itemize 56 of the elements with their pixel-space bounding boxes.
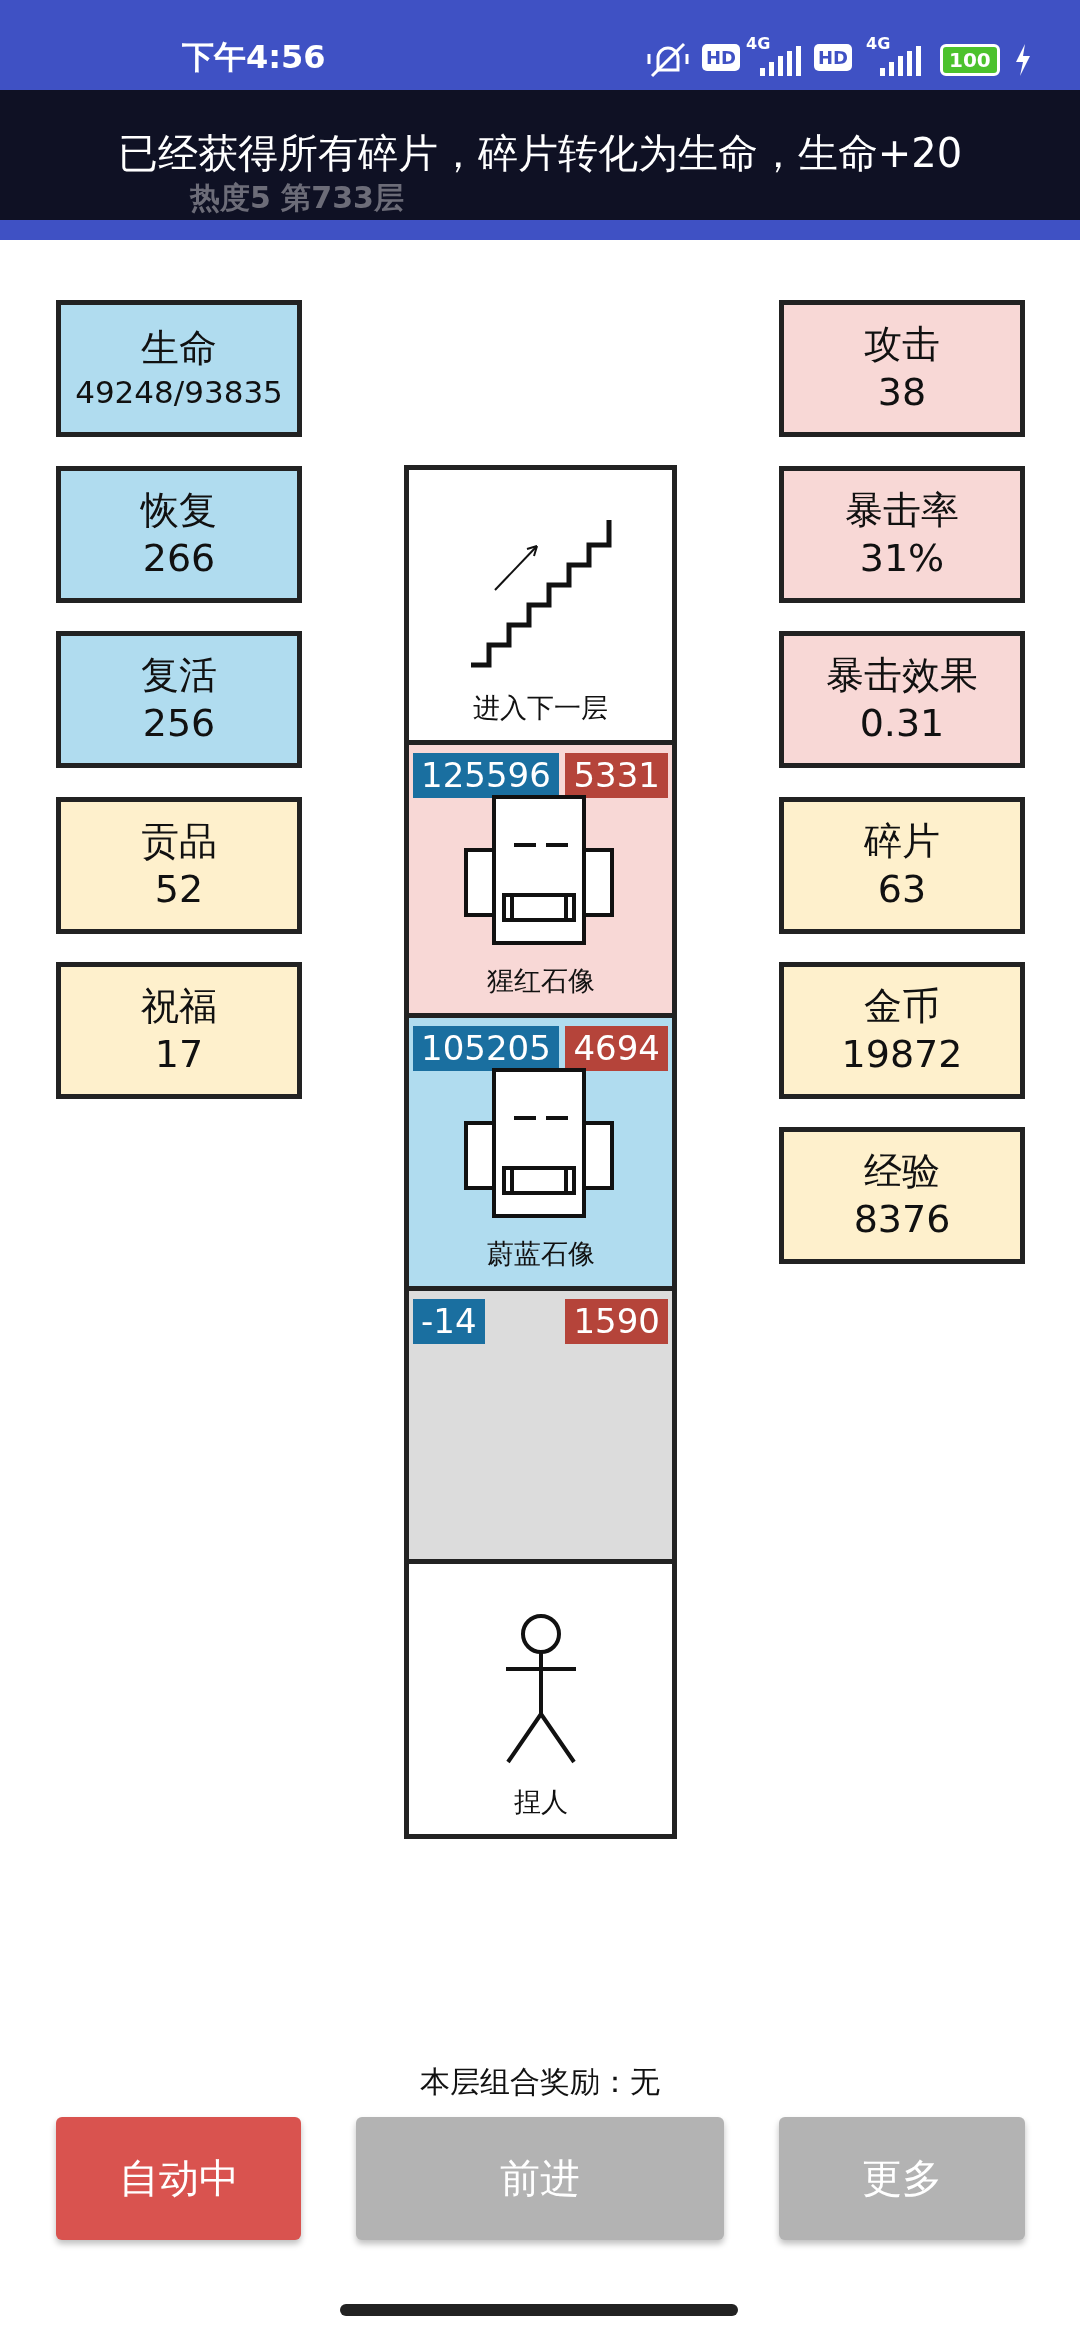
action-button: 自动中	[56, 2117, 301, 2240]
subtitle: 热度5 第733层	[190, 179, 404, 217]
attack-value-badge: 4694	[565, 1026, 668, 1071]
stat-card	[779, 631, 1025, 768]
stat-label: 生命	[141, 325, 217, 373]
network-type: 4G	[866, 34, 891, 53]
stat-value: 266	[142, 534, 216, 582]
stat-value: 31%	[859, 534, 945, 582]
stat-value: 49248/93835	[75, 372, 283, 412]
stat-value: 63	[877, 865, 927, 913]
stat-card	[56, 466, 302, 603]
hd-indicator: HD	[702, 44, 740, 71]
toast-banner	[0, 90, 1080, 220]
attack-value-badge: 1590	[565, 1299, 668, 1344]
health-value-badge: 105205	[413, 1026, 559, 1071]
stat-label: 恢复	[141, 487, 217, 534]
battery-indicator: 100	[940, 44, 1000, 76]
floor-name: 进入下一层	[472, 691, 609, 725]
attack-value-badge: 5331	[565, 753, 668, 798]
stat-label: 金币	[864, 983, 940, 1030]
stat-card	[779, 962, 1025, 1099]
stat-card	[779, 466, 1025, 603]
network-type: 4G	[746, 34, 771, 53]
stat-value: 52	[154, 865, 204, 913]
stat-card	[56, 962, 302, 1099]
stat-label: 碎片	[864, 818, 940, 865]
status-time: 下午4:56	[182, 37, 326, 78]
hd-indicator: HD	[814, 44, 852, 71]
health-value-badge: 125596	[413, 753, 559, 798]
floor-name: 捏人	[512, 1785, 569, 1819]
stat-value: 8376	[853, 1195, 951, 1243]
stat-value: 256	[142, 699, 216, 747]
action-button: 更多	[779, 2117, 1025, 2240]
floor-bonus-text: 本层组合奖励：无	[419, 2063, 661, 2101]
stat-label: 攻击	[864, 321, 940, 368]
stat-label: 复活	[141, 652, 217, 699]
stat-value: 0.31	[859, 699, 945, 747]
stat-label: 贡品	[141, 818, 217, 865]
stat-card	[779, 797, 1025, 934]
floor-name: 猩红石像	[485, 964, 596, 998]
stat-label: 暴击率	[845, 487, 959, 534]
toast-message: 已经获得所有碎片，碎片转化为生命，生命+20	[116, 129, 964, 178]
stat-label: 祝福	[141, 983, 217, 1030]
floor-name: 蔚蓝石像	[485, 1237, 596, 1271]
stat-label: 经验	[864, 1148, 940, 1195]
stat-card	[56, 631, 302, 768]
stat-card	[56, 300, 302, 437]
stat-label: 暴击效果	[826, 652, 978, 699]
stat-card	[779, 300, 1025, 437]
stat-card	[56, 797, 302, 934]
stat-card	[779, 1127, 1025, 1264]
stat-value: 17	[154, 1030, 204, 1078]
stat-value: 38	[877, 368, 927, 416]
stat-value: 19872	[841, 1030, 963, 1078]
health-value-badge: -14	[413, 1299, 485, 1344]
action-button: 前进	[356, 2117, 724, 2240]
